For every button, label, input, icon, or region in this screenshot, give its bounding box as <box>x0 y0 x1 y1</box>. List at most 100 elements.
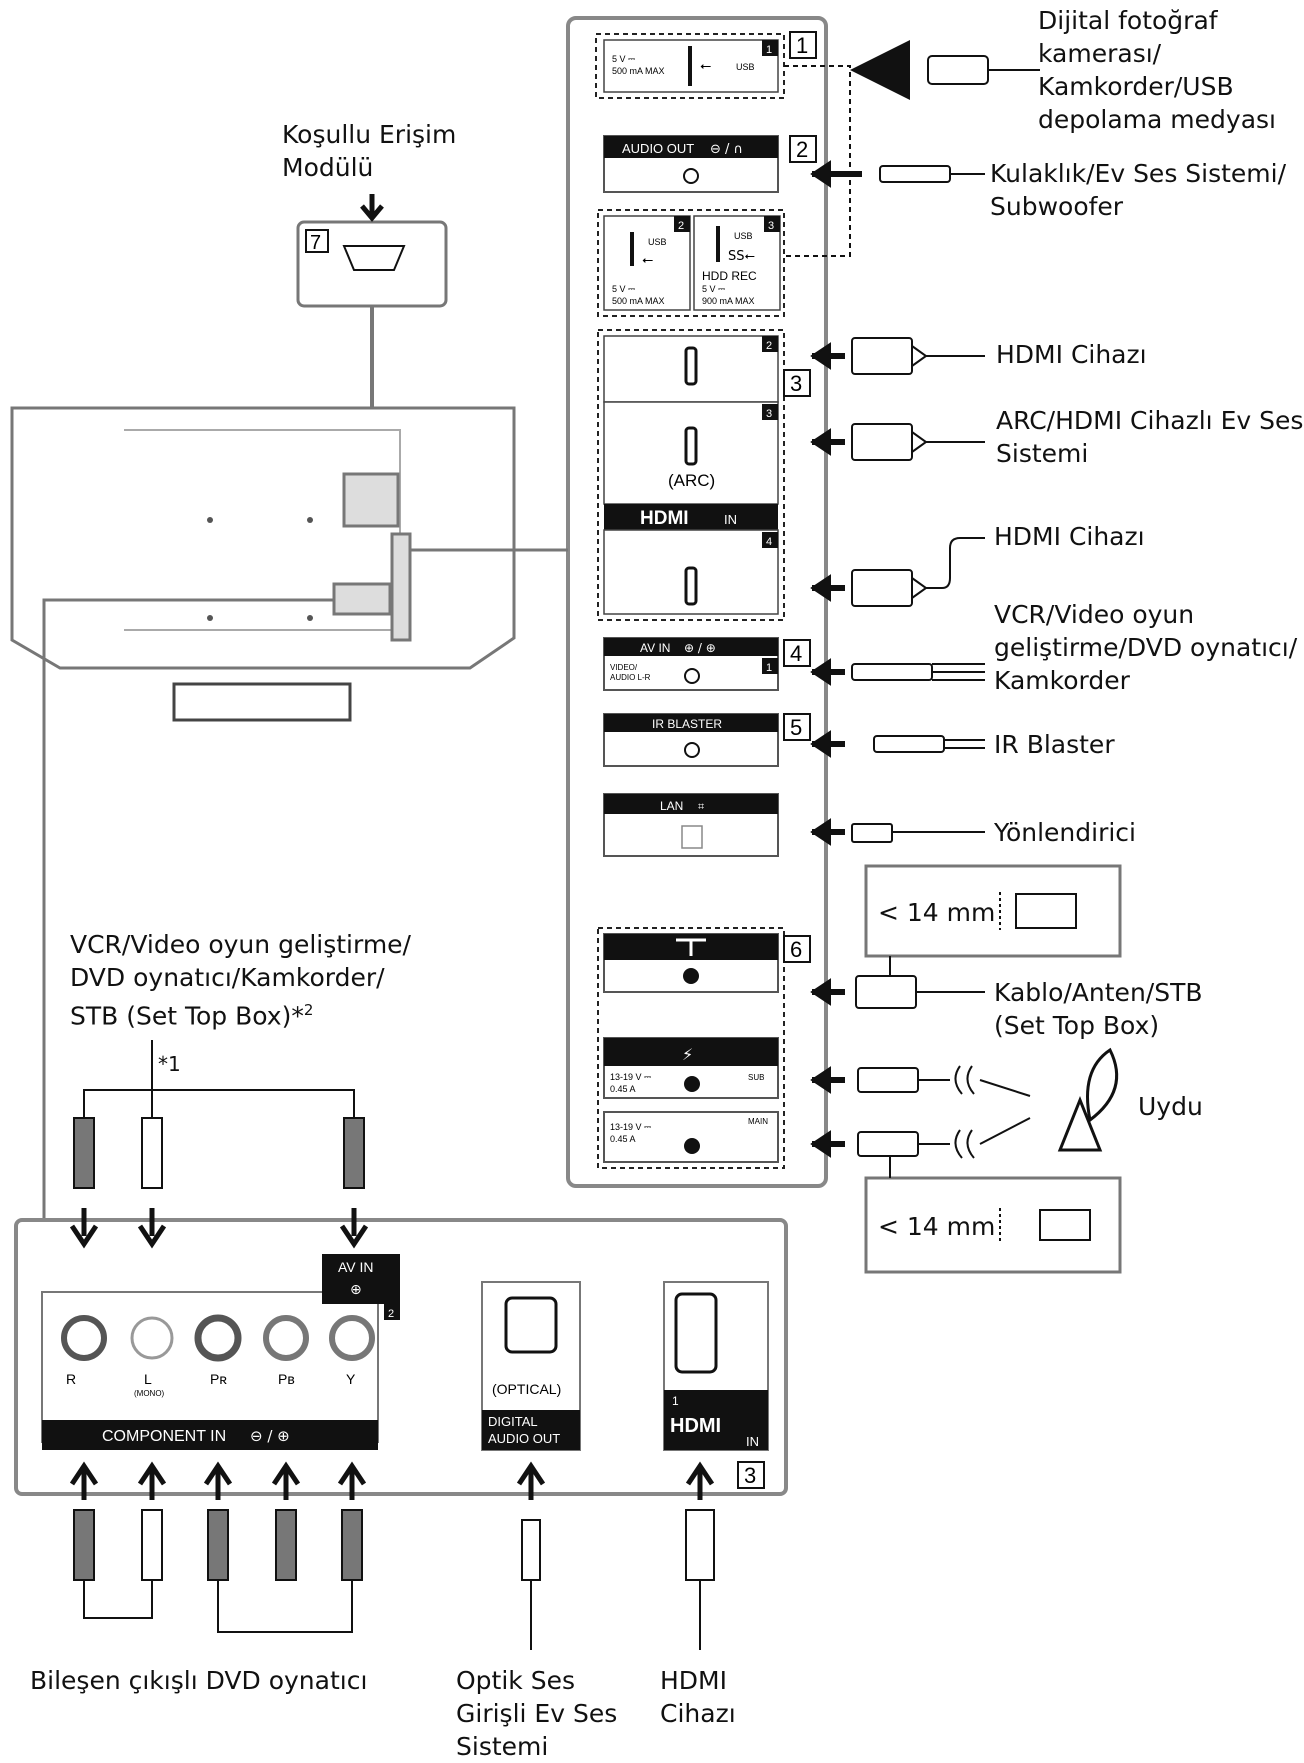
video-audio-1: VIDEO/ <box>610 663 638 672</box>
video-audio-2: AUDIO L-R <box>610 673 651 682</box>
callout-4: 4 <box>790 641 802 666</box>
av-in-block: AV IN ⊕ / ⊕ VIDEO/ AUDIO L-R 1 <box>603 637 779 691</box>
usb1-label: USB <box>736 62 755 72</box>
usb2-port-number: 2 <box>678 220 684 232</box>
label-router: Yönlendirici <box>994 818 1136 847</box>
usb3-rating-2: 900 mA MAX <box>702 296 755 306</box>
hdmi-logo: HDMI <box>640 508 689 529</box>
sat-main-label: MAIN <box>748 1117 768 1126</box>
callout-1: 1 <box>796 33 808 58</box>
label-hdmi-device-2: HDMI Cihazı <box>994 522 1145 551</box>
input-box-icon: ⊕ <box>350 1282 362 1298</box>
satellite-dish-icon: ⚡ <box>682 1045 693 1064</box>
audio-out-bottom-label: AUDIO OUT <box>488 1431 560 1446</box>
bottom-plugs <box>69 1461 715 1650</box>
comp-y: Y <box>346 1371 356 1387</box>
comp-pb: Pʙ <box>278 1371 295 1387</box>
hdmi4-port-number: 4 <box>766 536 772 548</box>
usb-icon: ⭠ <box>700 58 711 74</box>
av-in-port-number: 1 <box>766 662 772 674</box>
usb2-label: USB <box>648 237 667 247</box>
callout-7: 7 <box>310 232 321 254</box>
headphone-icon: ⊖ / ∩ <box>710 142 743 157</box>
label-headphone: Kulaklık/Ev Ses Sistemi/Subwoofer <box>990 159 1287 221</box>
lan-label: LAN <box>660 799 683 813</box>
label-cable-antenna: Kablo/Anten/STB(Set Top Box) <box>994 978 1203 1040</box>
usb3-port-number: 3 <box>768 220 774 232</box>
usb2-rating-2: 500 mA MAX <box>612 296 665 306</box>
comp-r: R <box>66 1371 76 1387</box>
optical-label: (OPTICAL) <box>492 1381 561 1397</box>
hdd-rec-label: HDD REC <box>702 269 757 283</box>
label-14mm-bottom: < 14 mm <box>878 1212 996 1241</box>
av-in-box-label: AV IN <box>338 1259 374 1275</box>
comp-pr: Pʀ <box>210 1371 227 1387</box>
comp-mono: (MONO) <box>134 1389 165 1398</box>
component-icon: ⊖ / ⊕ <box>250 1427 290 1445</box>
sat-sub-label: SUB <box>748 1073 764 1082</box>
sat-sub-rating-1: 13-19 V ⎓ <box>610 1072 651 1082</box>
optical-block: (OPTICAL) DIGITAL AUDIO OUT <box>481 1281 581 1451</box>
arc-label: (ARC) <box>668 471 715 490</box>
audio-out-label: AUDIO OUT <box>622 141 694 156</box>
mm14-top-box <box>864 864 1122 958</box>
label-14mm-top: < 14 mm <box>878 898 996 927</box>
callout-2: 2 <box>796 137 808 162</box>
usb1-rating-1: 5 V ⎓ <box>612 54 635 64</box>
mm14-bottom-box <box>864 1176 1122 1274</box>
sat-main-rating-1: 13-19 V ⎓ <box>610 1122 651 1132</box>
hdmi1-logo: HDMI <box>670 1415 721 1437</box>
hdmi-ports-block: 2 3 4 (ARC) HDMI IN <box>597 329 785 621</box>
right-connectors <box>784 40 1040 1159</box>
av2-port-number: 2 <box>388 1308 394 1320</box>
comp-l: L <box>144 1371 152 1387</box>
label-hdmi-device-1: HDMI Cihazı <box>996 340 1147 369</box>
usb1-rating-2: 500 mA MAX <box>612 66 665 76</box>
hdmi3-port-number: 3 <box>766 408 772 420</box>
callout-5: 5 <box>790 715 802 740</box>
label-footnote1: *1 <box>158 1052 181 1076</box>
av-in-label: AV IN <box>640 641 670 655</box>
tv-back <box>10 406 568 722</box>
network-icon: ⌗ <box>698 800 704 813</box>
usb1-port-block: 5 V ⎓ 500 mA MAX ⭠ USB 1 <box>595 33 785 99</box>
hdmi-in-text: IN <box>724 512 737 527</box>
sat-main-rating-2: 0.45 A <box>610 1134 636 1144</box>
ir-blaster-block: IR BLASTER <box>603 713 779 767</box>
top-rca-plugs <box>69 1040 369 1249</box>
callout-6: 6 <box>790 937 802 962</box>
antenna-satellite-block: ⚡ SUB 13-19 V ⎓ 0.45 A MAIN 13-19 V ⎓ 0.… <box>597 927 785 1169</box>
usb3-rating-1: 5 V ⎓ <box>702 284 725 294</box>
satellite-dish-icon <box>1057 1047 1119 1152</box>
component-in-block: COMPONENT IN ⊖ / ⊕ R L (MONO) Pʀ Pʙ Y AV… <box>41 1254 400 1450</box>
usb23-block: 2 3 USB ⭠ 5 V ⎓ 500 mA MAX USB SS⭠ HDD R… <box>597 209 785 317</box>
hdmi1-in: IN <box>746 1434 759 1449</box>
label-ir-blaster: IR Blaster <box>994 730 1115 759</box>
callout-3-bottom: 3 <box>744 1463 756 1488</box>
label-satellite: Uydu <box>1138 1092 1203 1121</box>
usb1-port-number: 1 <box>766 44 772 56</box>
lan-block: LAN ⌗ <box>603 793 779 857</box>
hdmi1-block: 1 HDMI IN <box>663 1281 769 1451</box>
hdmi1-port-number: 1 <box>672 1394 679 1408</box>
digital-label: DIGITAL <box>488 1414 538 1429</box>
input-icon: ⊕ / ⊕ <box>684 641 716 655</box>
usb3-ss-icon: SS⭠ <box>728 249 755 264</box>
usb2-rating-1: 5 V ⎓ <box>612 284 635 294</box>
audio-out-block: AUDIO OUT ⊖ / ∩ <box>603 135 779 193</box>
usb2-icon: ⭠ <box>642 252 653 268</box>
cam-module: 7 <box>296 194 448 440</box>
usb3-label: USB <box>734 231 753 241</box>
ir-blaster-label: IR BLASTER <box>652 717 722 731</box>
label-vcr-left: VCR/Video oyun geliştirme/DVD oynatıcı/K… <box>70 930 411 1031</box>
hdmi2-port-number: 2 <box>766 340 772 352</box>
sat-sub-rating-2: 0.45 A <box>610 1084 636 1094</box>
label-component-dvd: Bileşen çıkışlı DVD oynatıcı <box>30 1666 368 1695</box>
